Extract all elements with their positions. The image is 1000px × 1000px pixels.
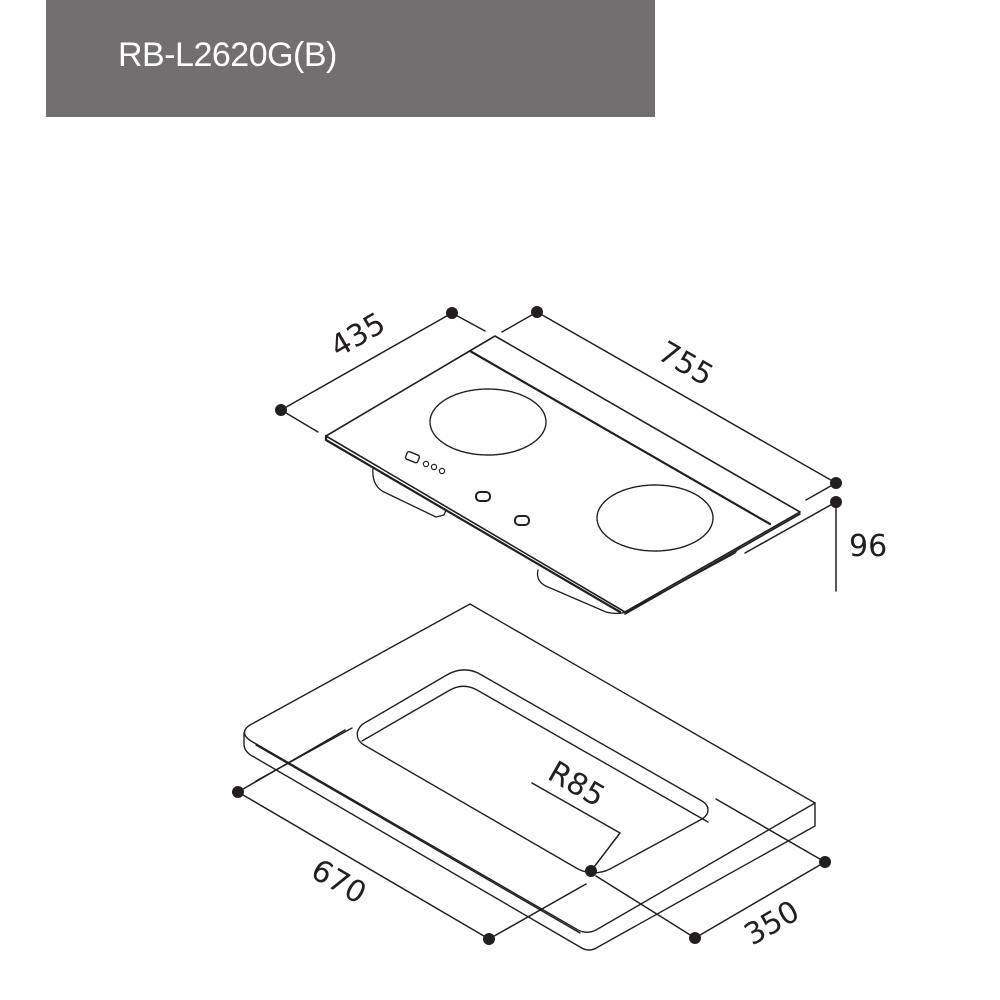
hob-depth-label: 435 [325,306,392,365]
header-bar: RB-L2620G(B) [46,0,655,117]
hob-back-strip-line [468,349,772,526]
cutout-depth-label: 350 [739,894,806,953]
indicator-dot-2 [430,463,438,471]
hob-height-label: 96 [849,529,887,564]
countertop-top-surface [243,603,816,933]
hob-front-left-edge [324,434,622,614]
countertop-drawing [243,603,816,951]
control-knob-2-icon [514,515,530,526]
countertop-front-edge [243,732,816,951]
indicator-dot-1 [422,460,430,468]
hob-dimension-lines [280,311,837,592]
hob-drawing [324,335,801,615]
cutout-width-label: 670 [305,853,372,912]
cooking-zone-right [596,484,714,552]
countertop-dimension-lines [237,729,826,940]
hob-width-label: 755 [652,335,719,394]
power-button-icon [404,450,421,464]
cutout-radius-label: R85 [542,755,611,815]
hob-body-left [372,467,447,518]
model-title: RB-L2620G(B) [118,36,337,74]
hob-body-front [536,569,629,615]
indicator-dot-3 [438,467,446,475]
cooking-zone-left [429,388,547,456]
hob-glass-outline [325,335,801,613]
control-knob-1-icon [475,491,491,502]
hob-dimension-dots [275,306,842,508]
countertop-cutout-inner-line [361,685,709,823]
countertop-cutout-outline [356,669,709,874]
countertop-dimension-dots [232,786,831,945]
